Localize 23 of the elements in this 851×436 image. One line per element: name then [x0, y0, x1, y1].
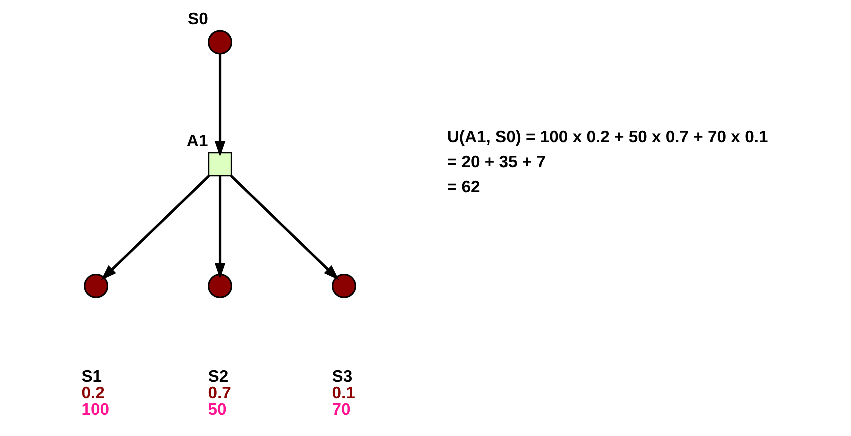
node-label: 0.2: [82, 384, 105, 403]
node-label: 70: [332, 400, 351, 420]
node-label: S1: [82, 366, 102, 386]
node-label: A1: [186, 131, 208, 150]
node-circle: [84, 274, 109, 298]
node-circle: [208, 274, 233, 298]
node-circle: [208, 30, 233, 55]
arrow: [214, 176, 226, 279]
node-label: 0.7: [208, 384, 232, 403]
node-label: S0: [188, 10, 208, 29]
arrow: [230, 175, 340, 280]
node-box: [208, 152, 233, 177]
node-label: S2: [208, 366, 229, 386]
label: = 20 + 35 + 7: [447, 152, 546, 172]
arrow: [101, 175, 210, 280]
node-label: 100: [82, 400, 110, 420]
node-label: S3: [332, 366, 353, 386]
label: U(A1, S0) = 100 x 0.2 + 50 x 0.7 + 70 x 0.1: [447, 127, 768, 146]
arrow: [214, 54, 226, 157]
label: = 62: [447, 177, 480, 196]
node-label: 50: [208, 400, 227, 420]
node-circle: [332, 274, 356, 298]
node-label: 0.1: [332, 384, 356, 403]
